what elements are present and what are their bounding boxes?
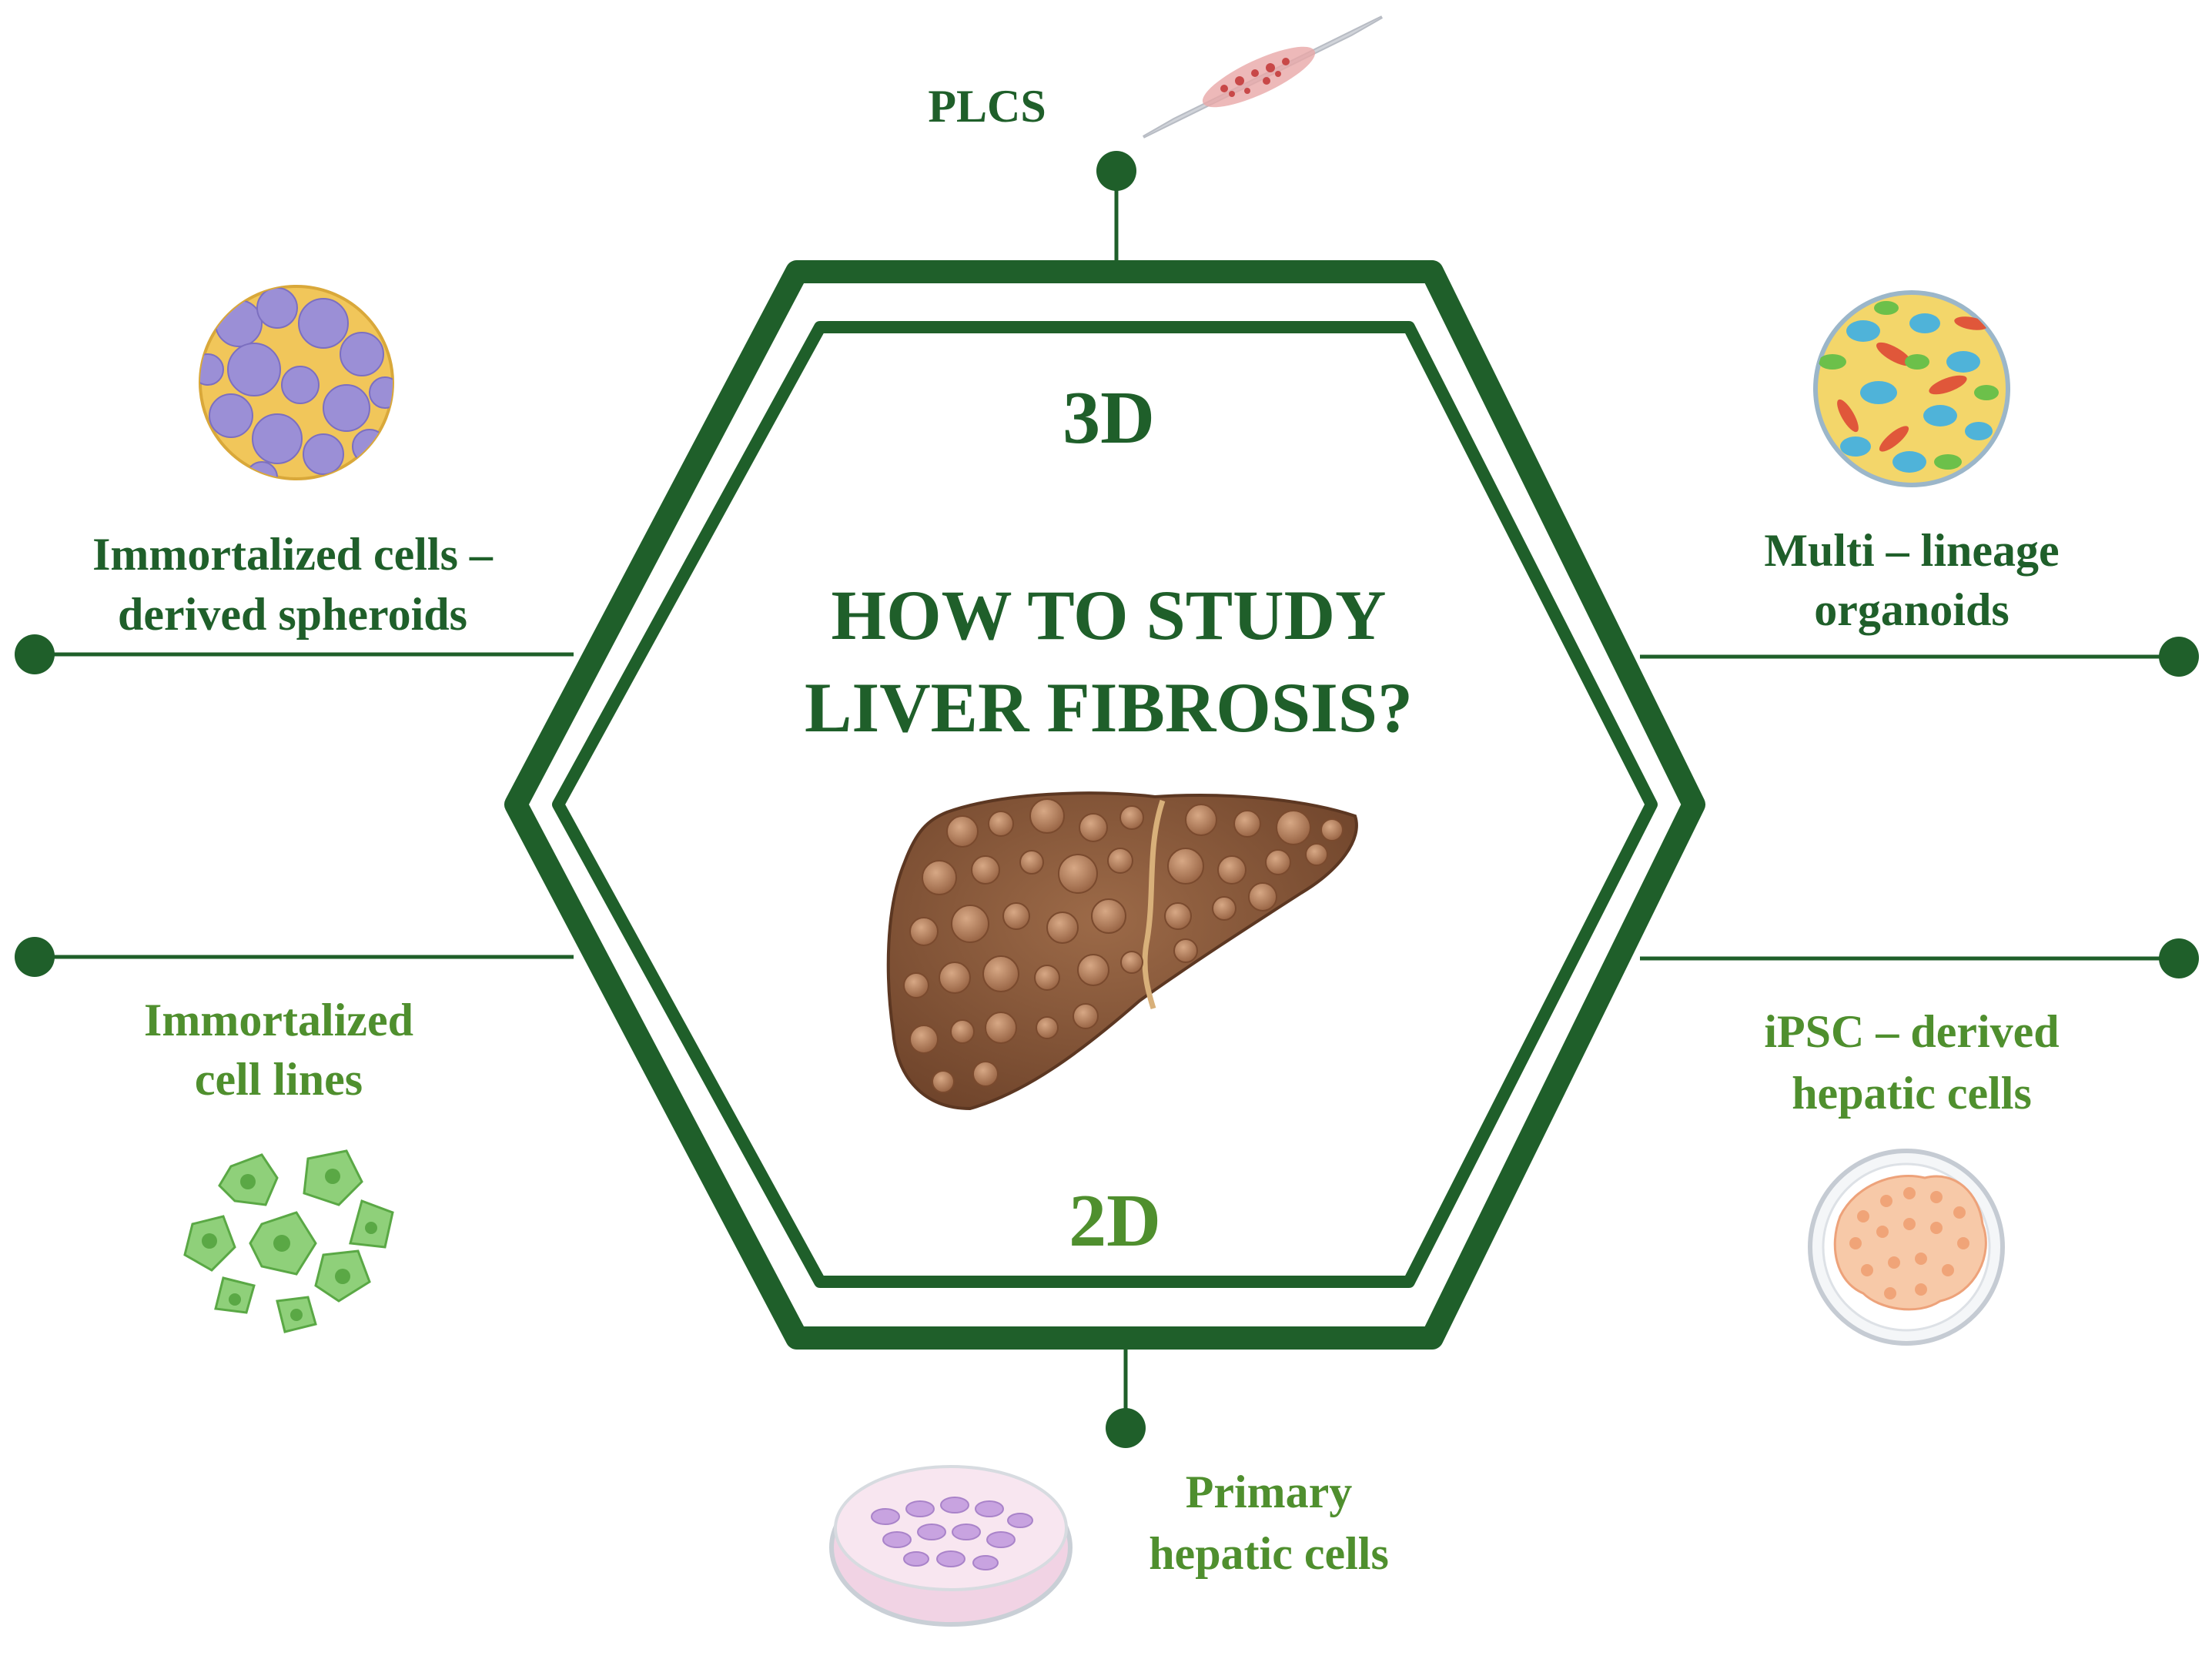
cell-lines-label-line2: cell lines [195,1054,363,1105]
connectors [35,171,2179,1428]
spheroid-icon [199,285,394,480]
plcs-label: PLCS [928,81,1046,132]
primary-dish-icon [829,1465,1073,1627]
spheroids-label-line2: derived spheroids [118,589,467,640]
spheroids-label-line1: Immortalized cells – [92,529,494,580]
ipsc-dish-icon [1808,1149,2005,1346]
dot-bottom [1106,1408,1146,1448]
organoid-icon [1813,290,2010,487]
primary-label-line1: Primary [1186,1467,1353,1517]
title-line-2: LIVER FIBROSIS? [805,668,1413,747]
label-2d: 2D [1069,1179,1161,1263]
dot-top [1096,151,1136,191]
ipsc-label-line1: iPSC – derived [1764,1006,2059,1057]
tissue-slice-icon [1143,15,1383,139]
organoids-label-line2: organoids [1814,584,2009,635]
cell-lines-icon [183,1149,394,1333]
dot-left-upper [15,634,55,674]
dot-right-lower [2159,938,2199,978]
cell-lines-label-line1: Immortalized [144,995,413,1045]
primary-label-line2: hepatic cells [1149,1528,1389,1579]
title-line-1: HOW TO STUDY [832,576,1387,654]
organoids-label-line1: Multi – lineage [1764,525,2059,576]
dot-right-upper [2159,637,2199,677]
dot-left-lower [15,937,55,977]
connector-dots [15,151,2199,1448]
label-3d: 3D [1062,376,1155,460]
hexagon-inner [552,321,1658,1288]
ipsc-label-line2: hepatic cells [1792,1068,2032,1119]
liver-icon [886,791,1358,1111]
